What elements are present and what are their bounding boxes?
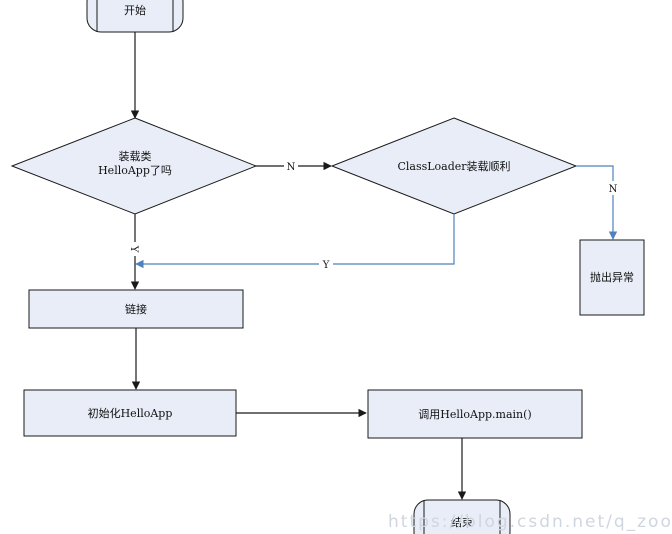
call-main-box: 调用HelloApp.main(): [367, 389, 583, 439]
init-label: 初始化HelloApp: [88, 406, 173, 420]
edge-classloader-no: [576, 165, 618, 240]
end-label: 结束: [451, 516, 473, 529]
start-terminal: 开始: [86, 0, 184, 33]
edge-classloader-yes: [135, 214, 455, 269]
watermark: https://blog.csdn.net/q_zoot: [388, 512, 672, 532]
start-label: 开始: [124, 3, 146, 17]
decision-class-loaded: 装载类 HelloApp了吗: [10, 117, 258, 215]
decision-classloader-label: ClassLoader装载顺利: [397, 160, 510, 173]
link-label: 链接: [125, 302, 147, 316]
link-box: 链接: [28, 289, 244, 329]
decision-loaded-line1: 装载类: [119, 149, 152, 163]
throw-exception-box: 抛出异常: [579, 239, 645, 316]
end-terminal: 结束: [413, 499, 511, 534]
decision-loaded-line2: HelloApp了吗: [98, 164, 172, 177]
edge-classloader-no-label: N: [609, 184, 618, 195]
edge-loaded-yes-label: Y: [128, 245, 139, 253]
init-box: 初始化HelloApp: [23, 389, 237, 437]
decision-classloader: ClassLoader装载顺利: [330, 117, 578, 215]
edge-loaded-no-label: N: [287, 162, 296, 173]
call-main-label: 调用HelloApp.main(): [418, 408, 531, 421]
throw-exception-label: 抛出异常: [590, 270, 634, 284]
edge-classloader-yes-label: Y: [322, 260, 330, 271]
